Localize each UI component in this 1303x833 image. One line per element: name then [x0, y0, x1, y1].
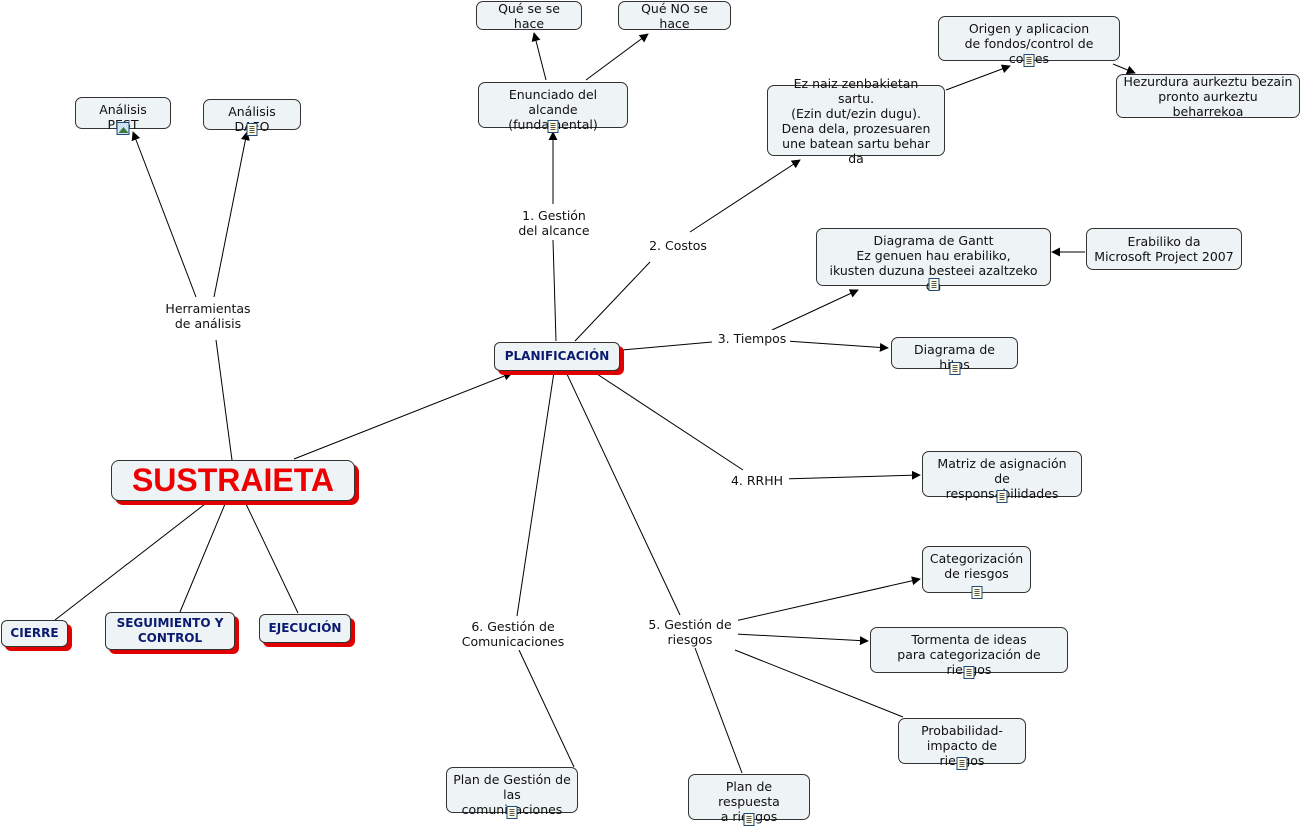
document-icon[interactable] [506, 806, 518, 819]
concept-label: Erabiliko da Microsoft Project 2007 [1094, 234, 1234, 264]
concept-label: Qué NO se hace [641, 0, 708, 31]
concept-tormenta-ideas[interactable]: Tormenta de ideas para categorización de… [870, 627, 1068, 679]
root-label: SUSTRAIETA [131, 462, 335, 498]
phase-cierre[interactable]: CIERRE [1, 620, 68, 647]
link-riesgos: 5. Gestión de riesgos [642, 616, 738, 648]
document-icon[interactable] [547, 120, 559, 133]
link-tiempos: 3. Tiempos [714, 330, 790, 347]
concept-diagrama-gantt[interactable]: Diagrama de Gantt Ez genuen hau erabilik… [816, 228, 1051, 293]
link-costos: 2. Costos [645, 237, 711, 254]
phase-cierre-label: CIERRE [10, 626, 59, 640]
document-icon[interactable] [246, 123, 258, 136]
phase-planificacion[interactable]: PLANIFICACIÓN [494, 342, 620, 371]
concept-ez-naiz[interactable]: Ez naiz zenbakietan sartu. (Ezin dut/ezi… [767, 76, 945, 166]
concept-que-no-se-hace[interactable]: Qué NO se hace [618, 0, 731, 31]
phase-seguimiento-label: SEGUIMIENTO Y CONTROL [116, 616, 224, 645]
concept-label: Plan de respuesta a riesgos [718, 779, 780, 824]
link-comunicaciones: 6. Gestión de Comunicaciones [457, 618, 569, 650]
document-icon[interactable] [971, 586, 982, 599]
phase-ejecucion-label: EJECUCIÓN [268, 621, 342, 635]
concept-erabiliko[interactable]: Erabiliko da Microsoft Project 2007 [1086, 228, 1242, 270]
concept-label: Origen y aplicacion de fondos/control de… [964, 21, 1094, 66]
document-icon[interactable] [996, 490, 1008, 503]
link-rrhh: 4. RRHH [725, 472, 789, 489]
concept-analisis-dafo[interactable]: Análisis DAFO [203, 99, 301, 136]
root-concept-sustraieta[interactable]: SUSTRAIETA [111, 460, 355, 501]
concept-label: Plan de Gestión de las comunicaciones [453, 772, 571, 817]
concept-label: Categorización de riesgos [929, 551, 1024, 581]
concept-enunciado-alcance[interactable]: Enunciado del alcande (fundamental) [478, 82, 628, 133]
concept-diagrama-hitos[interactable]: Diagrama de hitos [891, 337, 1018, 375]
phase-seguimiento-control[interactable]: SEGUIMIENTO Y CONTROL [105, 612, 235, 650]
concept-plan-respuesta[interactable]: Plan de respuesta a riesgos [688, 774, 810, 826]
document-icon[interactable] [743, 813, 755, 826]
concept-categorizacion-riesgos[interactable]: Categorización de riesgos [922, 546, 1031, 599]
document-icon[interactable] [928, 278, 939, 291]
concept-hezurdura[interactable]: Hezurdura aurkeztu bezain pronto aurkezt… [1116, 73, 1300, 119]
phase-planificacion-label: PLANIFICACIÓN [504, 349, 610, 363]
concept-label: Análisis DAFO [228, 104, 276, 134]
phase-ejecucion[interactable]: EJECUCIÓN [259, 614, 351, 643]
concept-matriz-asignacion[interactable]: Matriz de asignación de responsabilidade… [922, 451, 1082, 503]
link-herramientas: Herramientas de análisis [163, 300, 253, 332]
concept-que-se-hace[interactable]: Qué se se hace [476, 0, 582, 31]
concept-probabilidad-impacto[interactable]: Probabilidad- impacto de riesgos [898, 718, 1026, 770]
concept-label: Diagrama de Gantt Ez genuen hau erabilik… [829, 233, 1038, 293]
concept-analisis-pest[interactable]: Análisis PEST [75, 97, 171, 135]
concept-origen-fondos[interactable]: Origen y aplicacion de fondos/control de… [938, 16, 1120, 67]
concept-label: Ez naiz zenbakietan sartu. (Ezin dut/ezi… [781, 75, 931, 166]
document-icon[interactable] [1023, 54, 1035, 67]
concept-label: Hezurdura aurkeztu bezain pronto aurkezt… [1123, 73, 1293, 119]
concept-label: Análisis PEST [99, 102, 147, 132]
concept-plan-comunicaciones[interactable]: Plan de Gestión de las comunicaciones [446, 767, 578, 819]
concept-label: Qué se se hace [498, 0, 560, 31]
document-icon[interactable] [963, 666, 975, 679]
image-icon[interactable] [116, 122, 130, 135]
document-icon[interactable] [956, 757, 968, 770]
concept-label: Diagrama de hitos [914, 342, 995, 372]
document-icon[interactable] [949, 362, 960, 375]
link-alcance: 1. Gestión del alcance [514, 207, 594, 239]
